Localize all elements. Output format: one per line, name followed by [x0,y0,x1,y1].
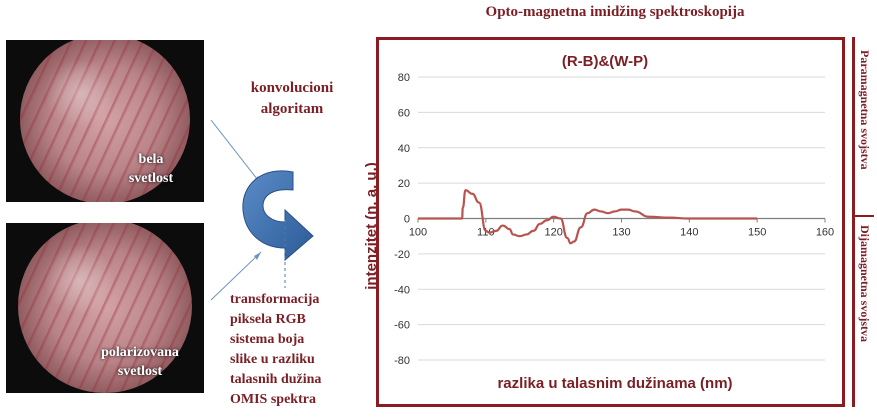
x-tick-label: 140 [680,227,698,239]
spectrum-chart: 80 60 40 20 0 -20 -40 -60 -80 100 110 120 130 140 150 1… [363,53,834,392]
y-tick-label: -20 [394,249,410,261]
paramagnetic-label: Paramagnetna svojstva [858,50,872,170]
sidebar-separator [852,215,874,217]
x-tick-label: 110 [477,227,495,239]
y-tick-label: -80 [394,355,410,367]
convolution-arrow-graphic [210,119,314,301]
x-tick-label: 100 [409,227,427,239]
input-arrow-bottom [210,251,262,301]
polarized-light-label: polarizovana svetlost [101,345,179,379]
x-tick-label: 150 [748,227,766,239]
y-tick-label: -60 [394,320,410,332]
pixel-transform-label: transformacija piksela RGB sistema boja … [230,292,322,407]
endoscope-view [20,40,190,202]
input-arrow-bottom-head [254,252,261,260]
y-tick-label: 60 [398,107,410,119]
diamagnetic-label: Dijamagnetna svojstva [858,225,872,342]
y-tick-label: -40 [394,284,410,296]
chart-frame [376,37,845,407]
x-axis-label: razlika u talasnim dužinama (nm) [497,375,732,392]
curved-arrow-icon [242,170,314,262]
convolution-algorithm-label: konvolucioni algoritam [250,80,334,117]
series-line [418,189,758,245]
y-tick-label: 0 [404,214,410,226]
endoscope-view [18,223,192,393]
polarized-light-photo: polarizovana svetlost [6,223,204,393]
input-arrow-top [210,119,262,185]
x-tick-label: 120 [544,227,562,239]
y-axis-label: intenzitet (n. a. u.) [363,162,380,290]
white-light-label: bela svetlost [128,152,174,186]
y-tick-label: 20 [398,178,410,190]
x-tick-label: 160 [816,227,834,239]
y-tick-label: 80 [398,72,410,84]
white-light-photo: bela svetlost [6,40,204,202]
x-tick-label: 130 [612,227,630,239]
page-title: Opto-magnetna imidžing spektroskopija [485,4,745,20]
chart-title: (R-B)&(W-P) [562,53,648,70]
y-tick-label: 40 [398,143,410,155]
sidebar-divider [852,37,855,407]
